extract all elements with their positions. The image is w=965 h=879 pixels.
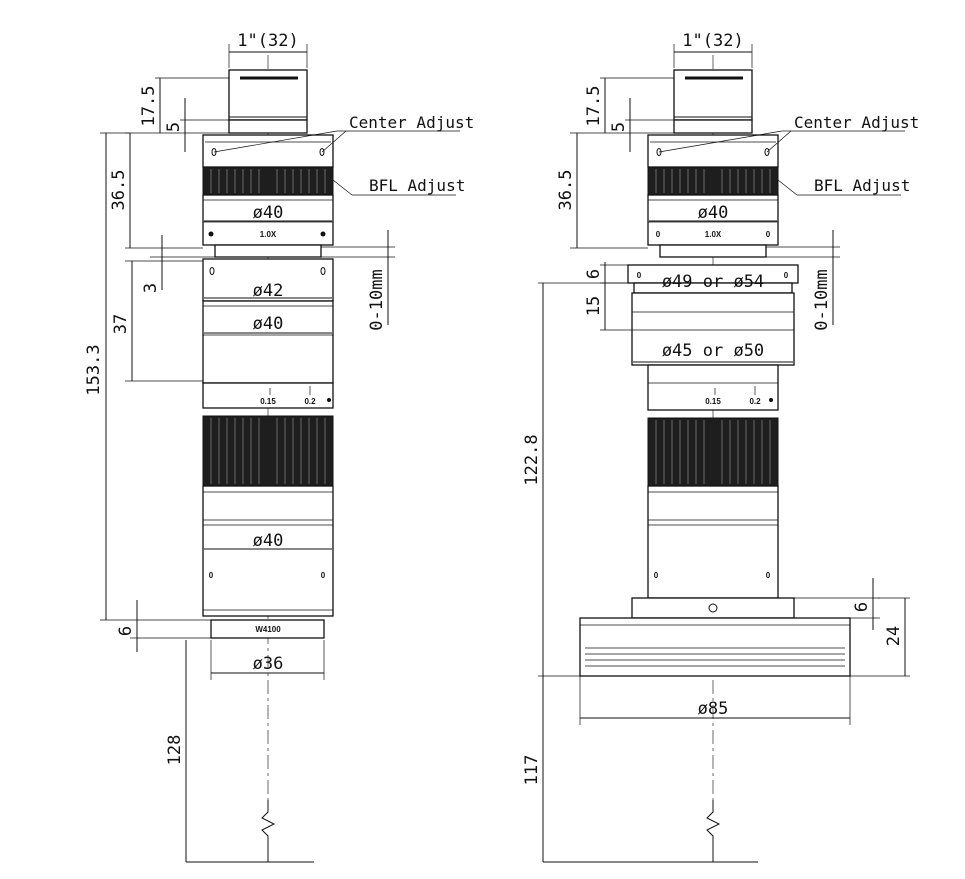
left-mount-size-label: 1"(32): [237, 31, 298, 51]
left-42-ring: [202, 258, 334, 302]
right-dia-45-50: ø45 or ø50: [662, 341, 764, 361]
right-dia-40: ø40: [698, 203, 729, 223]
right-flange-mark-right: 0: [784, 271, 789, 280]
right-dim-36-5: 36.5: [556, 170, 576, 211]
right-dim-15: 15: [584, 296, 604, 316]
left-break-symbol: [261, 800, 276, 862]
left-center-adjust-section: [202, 134, 334, 168]
left-dia-40-mid: ø40: [253, 314, 284, 334]
left-dim-3: 3: [141, 283, 161, 293]
right-dim-6-bottom: 6: [852, 602, 872, 612]
left-scale-label-a: 0.15: [260, 397, 276, 406]
right-screw-mark-left: 0: [654, 571, 659, 580]
left-dim-5: 5: [164, 122, 184, 132]
right-lower-body: [647, 485, 779, 599]
right-adapter-sleeve: [631, 292, 795, 366]
right-upper-body: [647, 194, 779, 246]
left-lens-view: 1.0X 0.15 0.2: [84, 31, 474, 863]
right-flange-mark-left: 0: [637, 271, 642, 280]
right-illuminator-collar: [631, 597, 795, 619]
right-screw-mark-top-right: 0: [766, 230, 771, 239]
left-dim-153-3: 153.3: [84, 344, 104, 395]
right-lens-view: 0 0 1.0X 0 0 0.15 0.2: [522, 31, 919, 863]
right-bfl-adjust-label: BFL Adjust: [814, 176, 910, 195]
right-center-adjust-section: [647, 134, 779, 168]
left-scale-label-b: 0.2: [304, 397, 316, 406]
right-scale-label-a: 0.15: [705, 397, 721, 406]
left-dim-37: 37: [111, 314, 131, 334]
left-magnification-label: 1.0X: [260, 230, 277, 239]
left-zoom-scale-ring: [202, 382, 334, 409]
left-dia-40-low: ø40: [253, 531, 284, 551]
left-bfl-knurl-ring: [202, 166, 334, 196]
right-screw-mark-right: 0: [766, 571, 771, 580]
left-lower-body: [202, 485, 334, 617]
right-dim-117: 117: [522, 755, 542, 786]
right-zoom-knurl-ring: [647, 417, 779, 487]
left-dim-adjust-range: 0-10mm: [367, 269, 387, 330]
right-bfl-knurl-ring: [647, 166, 779, 196]
right-dim-adjust-range: 0-10mm: [812, 269, 832, 330]
right-dia-49-54: ø49 or ø54: [662, 272, 764, 292]
right-dim-6-top: 6: [584, 269, 604, 279]
left-dim-128: 128: [165, 735, 185, 766]
right-magnification-label: 1.0X: [705, 230, 722, 239]
left-adjust-gap-ring: [214, 244, 322, 258]
right-zoom-scale-ring: [647, 364, 779, 411]
left-mid-body: [202, 300, 334, 384]
right-dim-122-8: 122.8: [522, 434, 542, 485]
right-scale-label-b: 0.2: [749, 397, 761, 406]
left-dia-36: ø36: [253, 654, 284, 674]
right-break-symbol: [706, 800, 721, 862]
left-adjust-screw-right: [319, 148, 325, 156]
left-zoom-knurl-ring: [202, 415, 334, 487]
left-dim-6: 6: [116, 626, 136, 636]
left-dia-42: ø42: [253, 281, 284, 301]
left-dim-17-5: 17.5: [139, 86, 159, 127]
left-dia-40-top: ø40: [253, 203, 284, 223]
right-mount-size-label: 1"(32): [682, 31, 743, 51]
left-model-label: W4100: [255, 625, 281, 634]
right-dim-24: 24: [884, 626, 904, 646]
left-screw-mark-left: 0: [209, 571, 214, 580]
left-upper-body: [202, 194, 334, 246]
left-objective: [210, 619, 325, 639]
right-ring-light: [579, 617, 851, 677]
right-screw-mark-top-left: 0: [656, 230, 661, 239]
right-dim-5: 5: [609, 122, 629, 132]
right-mount-flange: [673, 119, 753, 134]
right-adjust-gap-ring: [659, 244, 767, 258]
left-dim-36-5: 36.5: [109, 170, 129, 211]
left-center-adjust-label: Center Adjust: [349, 113, 474, 132]
right-dim-17-5: 17.5: [584, 86, 604, 127]
left-bfl-adjust-label: BFL Adjust: [369, 176, 465, 195]
right-dia-85: ø85: [698, 699, 729, 719]
right-center-adjust-label: Center Adjust: [794, 113, 919, 132]
left-mount-flange: [228, 119, 308, 134]
left-screw-mark-right: 0: [321, 571, 326, 580]
